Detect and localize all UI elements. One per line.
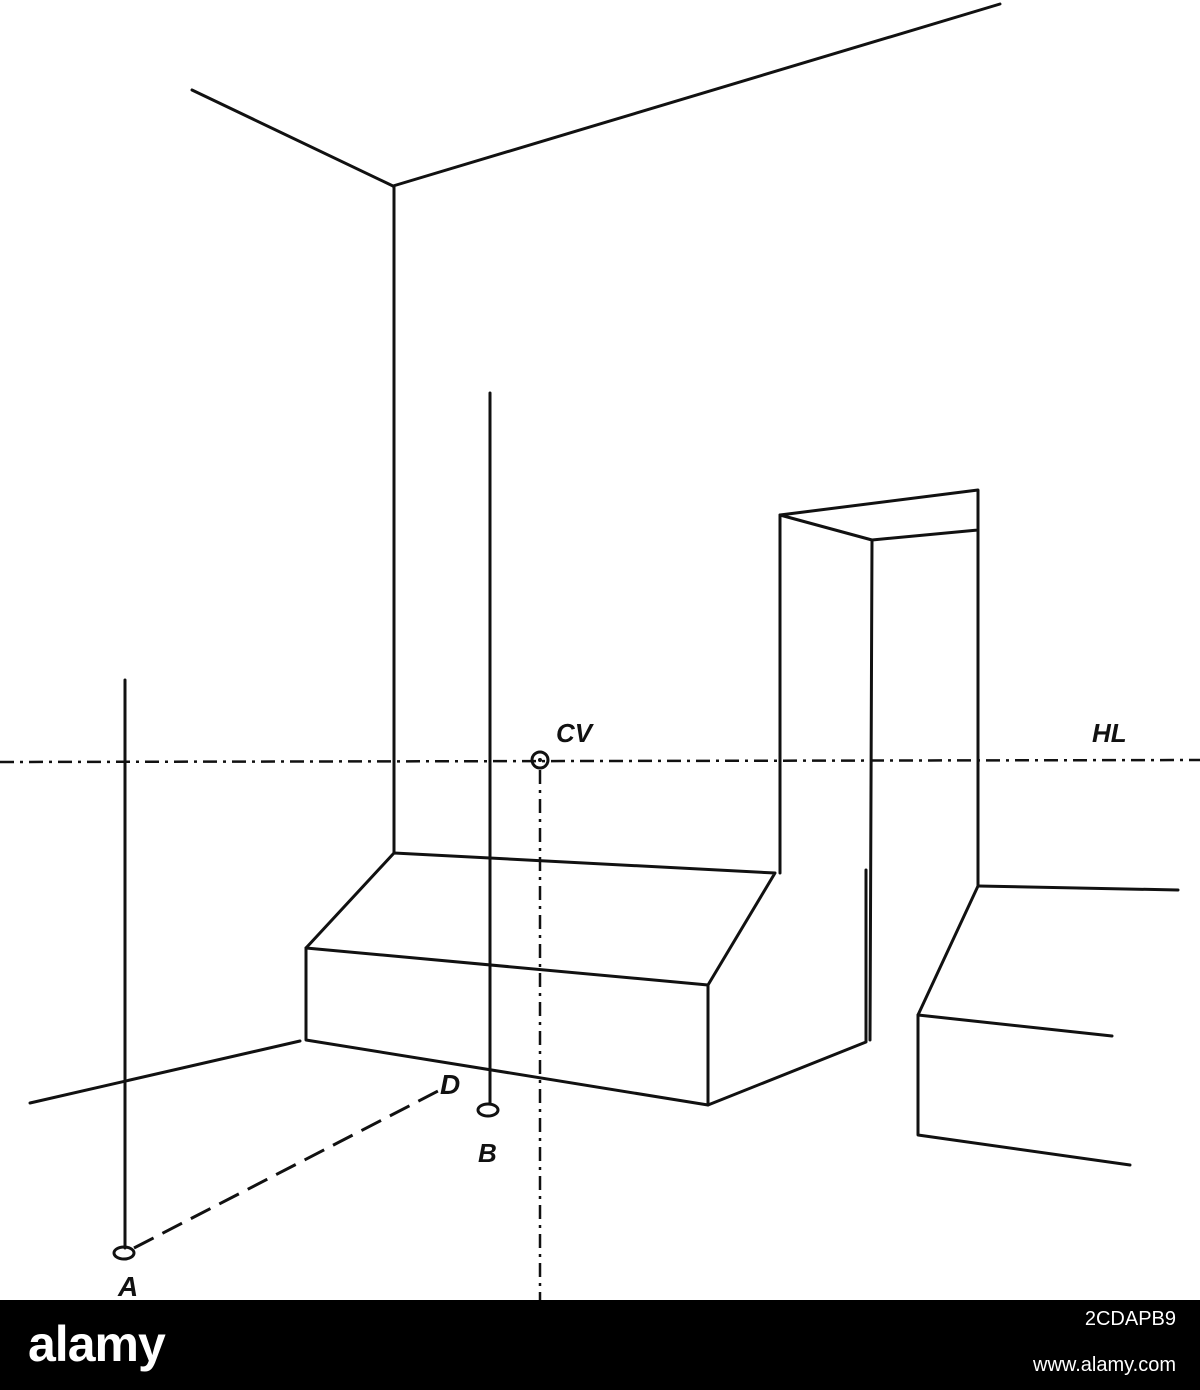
horizon-line [0,758,1200,764]
floor-edge-left [28,1039,302,1105]
d-label: D [440,1069,460,1100]
right-block-top-face [916,884,1114,1038]
cv-label: CV [556,718,595,748]
center-of-vision-point [530,750,550,770]
a-label: A [117,1271,138,1300]
box-top-face [304,851,777,987]
pillar-top-face [778,488,980,542]
right-block-top-back [976,884,1180,892]
b-label: B [478,1138,497,1168]
box-front-face [304,946,710,1107]
pole-b-base [476,1102,500,1118]
alamy-logo: alamy [28,1316,166,1372]
image-id-text: 2CDAPB9 [1084,1308,1176,1330]
pillar-front-edge [868,538,874,1042]
box-side-face [706,868,868,1107]
measuring-line-a-d [133,1088,441,1250]
ceiling-edge-left [190,88,395,188]
perspective-diagram: CV HL A B D [0,2,1200,1300]
center-of-vision-dot [538,758,542,762]
hl-label: HL [1092,718,1127,748]
site-url-text: www.alamy.com [1033,1354,1176,1376]
watermark-banner: alamy 2CDAPB9 www.alamy.com [0,1300,1200,1390]
pole-a-base [112,1245,136,1261]
right-block-front-face [916,1013,1132,1167]
ceiling-edge-right [391,2,1002,188]
